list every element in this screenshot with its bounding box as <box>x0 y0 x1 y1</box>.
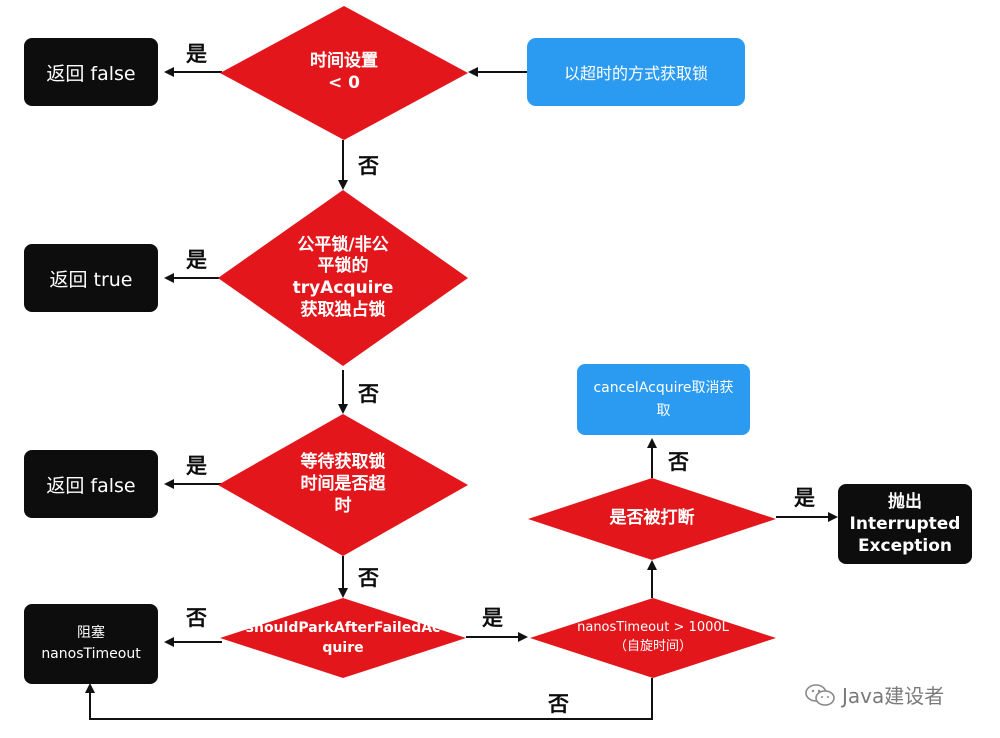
edge-label-no-time-check: 否 <box>358 154 379 178</box>
arrow-nanos-to-block-loop <box>85 678 653 720</box>
wechat-icon <box>805 683 835 706</box>
edge-label-yes-interrupted: 是 <box>794 486 815 510</box>
edge-label-yes-tryacquire: 是 <box>186 248 207 272</box>
decision-should-park: shouldParkAfterFailedAc quire <box>220 598 466 678</box>
throw-interrupted-label: 抛出 Interrupted Exception <box>849 491 961 557</box>
edge-label-yes-wait: 是 <box>186 454 207 478</box>
decision-nanos-timeout: nanosTimeout > 1000L （自旋时间） <box>530 598 776 678</box>
edge-label-no-interrupted: 否 <box>668 450 689 474</box>
decision-time-less-than-zero-label: 时间设置 < 0 <box>310 51 378 93</box>
decision-should-park-label: shouldParkAfterFailedAc quire <box>245 619 441 656</box>
cancel-acquire-box: cancelAcquire取消获 取 <box>577 364 750 435</box>
decision-nanos-timeout-label: nanosTimeout > 1000L （自旋时间） <box>577 620 729 654</box>
edge-label-yes-time-check: 是 <box>186 42 207 66</box>
edge-label-no-wait: 否 <box>358 566 379 590</box>
edge-label-no-tryacquire: 否 <box>358 382 379 406</box>
return-false-label-1: 返回 false <box>46 62 136 85</box>
watermark-label: Java建设者 <box>842 684 945 708</box>
decision-try-acquire: 公平锁/非公 平锁的 tryAcquire 获取独占锁 <box>218 190 468 366</box>
block-label: 阻塞 nanosTimeout <box>41 625 141 662</box>
return-true-label: 返回 true <box>49 268 133 291</box>
decision-try-acquire-label: 公平锁/非公 平锁的 tryAcquire 获取独占锁 <box>292 234 394 320</box>
edge-label-no-nanos-loop: 否 <box>548 692 569 716</box>
return-false-box-2: 返回 false <box>24 450 158 518</box>
start-label: 以超时的方式获取锁 <box>563 64 708 83</box>
throw-interrupted-box: 抛出 Interrupted Exception <box>838 484 972 564</box>
return-true-box: 返回 true <box>24 244 158 312</box>
watermark: Java建设者 <box>804 680 944 709</box>
decision-wait-timeout-label: 等待获取锁 时间是否超 时 <box>300 452 386 516</box>
edge-label-yes-shouldpark: 是 <box>482 606 503 630</box>
edge-label-no-shouldpark: 否 <box>186 606 207 630</box>
start-box: 以超时的方式获取锁 <box>527 38 745 106</box>
decision-time-less-than-zero: 时间设置 < 0 <box>220 6 468 140</box>
return-false-box-1: 返回 false <box>24 38 158 106</box>
decision-wait-timeout: 等待获取锁 时间是否超 时 <box>218 414 468 556</box>
return-false-label-2: 返回 false <box>46 474 136 497</box>
block-box: 阻塞 nanosTimeout <box>24 604 158 684</box>
decision-interrupted: 是否被打断 <box>528 478 776 560</box>
decision-interrupted-label: 是否被打断 <box>609 508 695 529</box>
cancel-acquire-label: cancelAcquire取消获 取 <box>593 380 734 419</box>
